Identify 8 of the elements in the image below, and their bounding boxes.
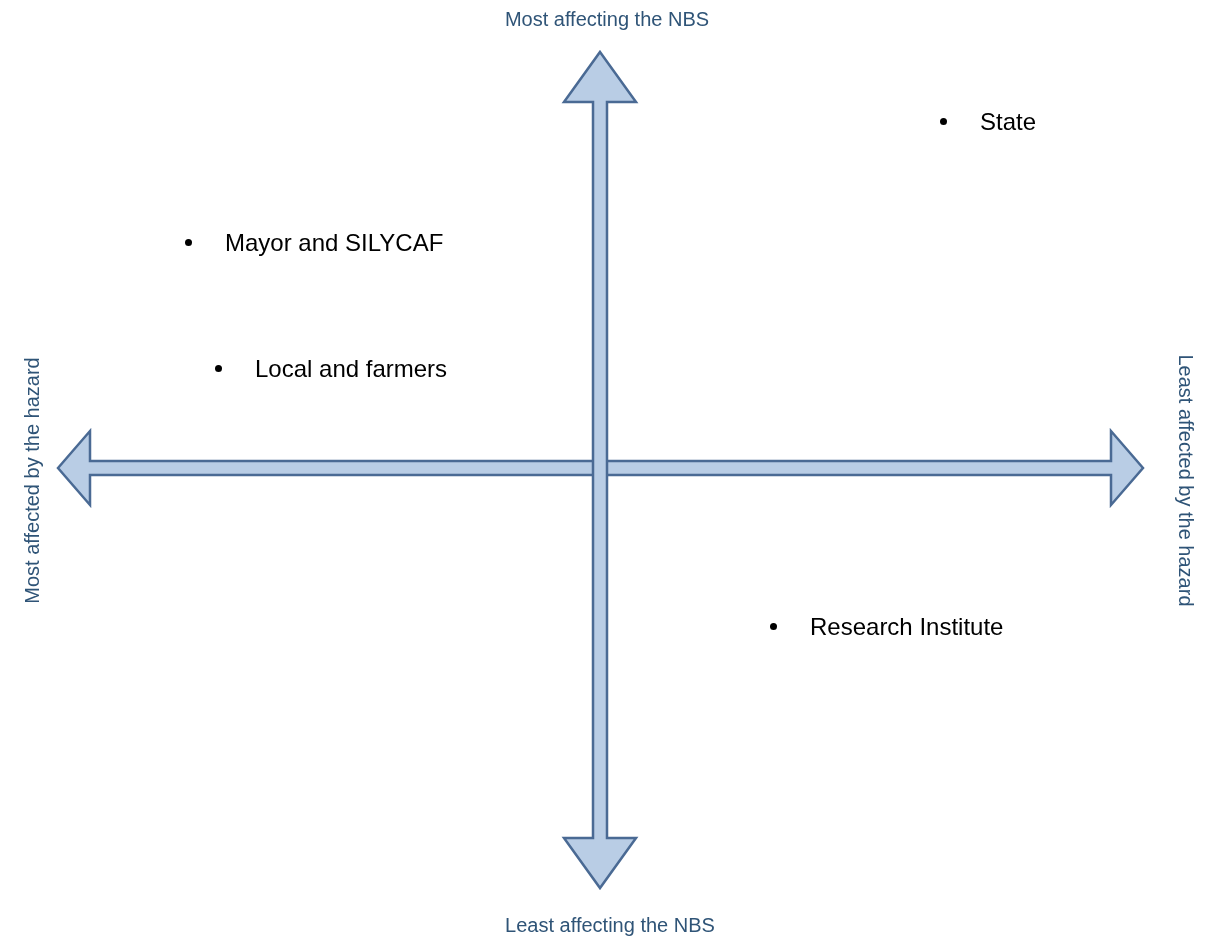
stakeholder-label: Research Institute (810, 613, 1004, 641)
axis-label: Least affected by the hazard (1173, 354, 1197, 606)
stakeholder-label: Mayor and SILYCAF (225, 229, 444, 257)
stakeholder-label: Local and farmers (255, 355, 448, 383)
axis-label: Most affecting the NBS (504, 7, 710, 31)
axis-label: Least affecting the NBS (505, 913, 715, 937)
stakeholder-label: State (980, 108, 1037, 136)
axis-label: Most affected by the hazard (20, 356, 44, 604)
